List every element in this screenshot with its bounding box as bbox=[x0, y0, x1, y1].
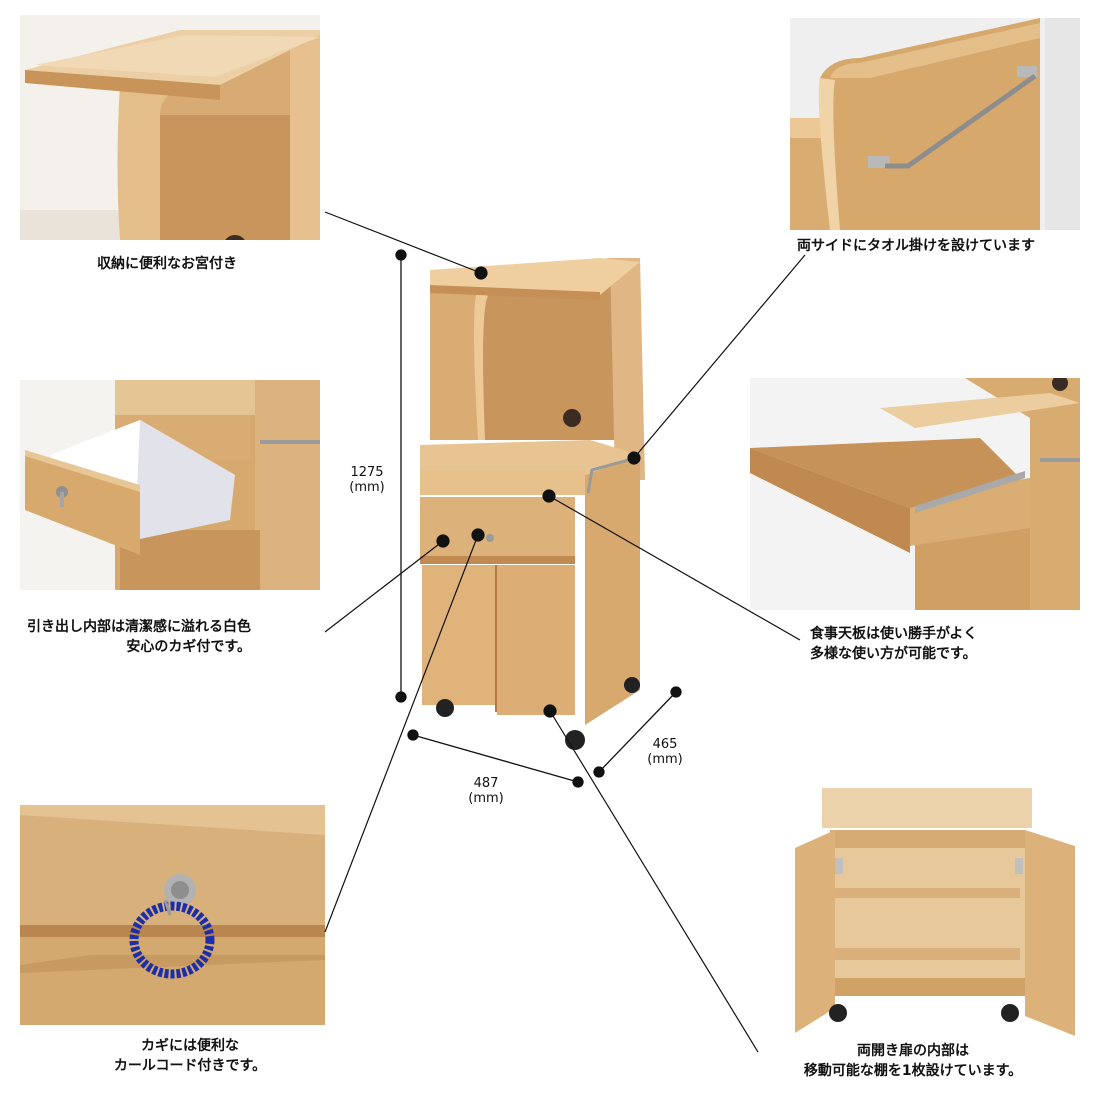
caption-text-line1: カギには便利な bbox=[141, 1038, 239, 1054]
photo-open-doors bbox=[790, 788, 1080, 1038]
caption-drawer: 引き出し内部は清潔感に溢れる白色 安心のカギ付です。 bbox=[27, 617, 251, 657]
width-unit: (mm) bbox=[468, 791, 504, 806]
dimension-height: 1275 (mm) bbox=[342, 465, 392, 495]
caption-text-line2: カールコード付きです。 bbox=[113, 1058, 267, 1074]
caption-text: 収納に便利なお宮付き bbox=[97, 256, 237, 272]
caption-text-line1: 引き出し内部は清潔感に溢れる白色 bbox=[27, 619, 251, 635]
callout-lines bbox=[324, 211, 806, 1053]
depth-unit: (mm) bbox=[647, 752, 683, 767]
photo-hutch-shelf bbox=[20, 15, 320, 240]
dimension-depth: 465 (mm) bbox=[640, 737, 690, 767]
caption-key: カギには便利な カールコード付きです。 bbox=[60, 1036, 320, 1076]
height-value: 1275 bbox=[350, 465, 384, 480]
caption-hutch-shelf: 収納に便利なお宮付き bbox=[97, 254, 237, 274]
dimension-width: 487 (mm) bbox=[461, 776, 511, 806]
caption-text-line1: 両開き扉の内部は bbox=[857, 1043, 969, 1059]
caption-text-line2: 移動可能な棚を1枚設けています。 bbox=[803, 1063, 1023, 1079]
depth-value: 465 bbox=[652, 737, 678, 752]
width-value: 487 bbox=[473, 776, 499, 791]
key-illustration bbox=[20, 805, 325, 1025]
open-doors-illustration bbox=[790, 788, 1080, 1038]
towel-bar-illustration bbox=[790, 18, 1080, 230]
photo-key bbox=[20, 805, 325, 1025]
photo-drawer bbox=[20, 380, 320, 590]
drawer-illustration bbox=[20, 380, 320, 590]
photo-towel-bar bbox=[790, 18, 1080, 230]
pull-out-table-illustration bbox=[750, 378, 1080, 610]
caption-text-line2: 安心のカギ付です。 bbox=[126, 639, 251, 655]
caption-text-line2: 多様な使い方が可能です。 bbox=[810, 646, 977, 662]
cabinet-illustration bbox=[420, 258, 645, 750]
caption-pull-out-table: 食事天板は使い勝手がよく 多様な使い方が可能です。 bbox=[810, 624, 977, 664]
caption-text: 両サイドにタオル掛けを設けています bbox=[797, 238, 1035, 254]
photo-pull-out-table bbox=[750, 378, 1080, 610]
hutch-shelf-illustration bbox=[20, 15, 320, 240]
dimension-lines bbox=[395, 249, 682, 788]
caption-towel-bar: 両サイドにタオル掛けを設けています bbox=[797, 236, 1035, 256]
caption-open-doors: 両開き扉の内部は 移動可能な棚を1枚設けています。 bbox=[768, 1041, 1058, 1081]
caption-text-line1: 食事天板は使い勝手がよく bbox=[810, 626, 978, 642]
height-unit: (mm) bbox=[349, 480, 385, 495]
